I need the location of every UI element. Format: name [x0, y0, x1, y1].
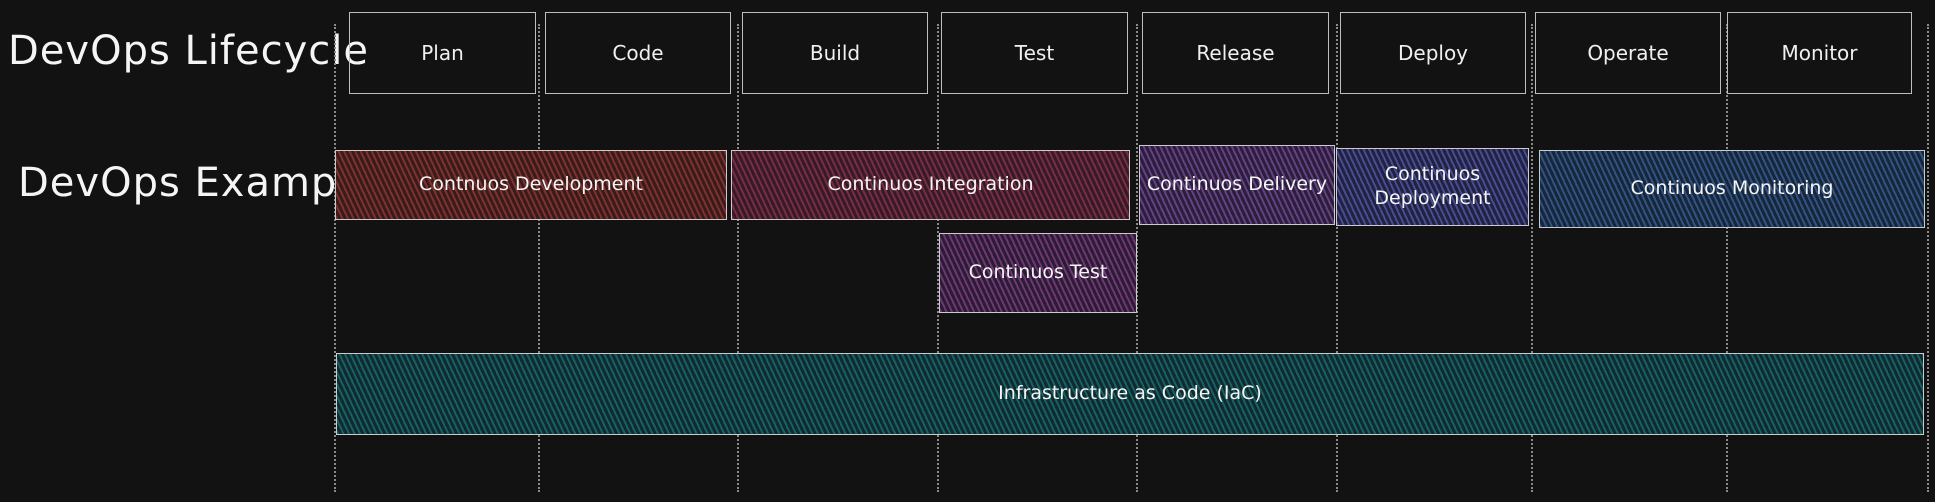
stage-release: Release: [1142, 12, 1329, 94]
block-continuous-development-label: Contnuos Development: [419, 173, 643, 196]
block-continuous-monitoring-label: Continuos Monitoring: [1630, 177, 1834, 200]
block-continuous-delivery-label: Continuos Delivery: [1146, 173, 1328, 196]
column-divider: [1927, 24, 1929, 492]
lifecycle-row-label: DevOps Lifecycle: [8, 28, 369, 74]
block-continuous-deployment: Continuos Deployment: [1336, 148, 1529, 226]
block-continuous-development: Contnuos Development: [335, 150, 727, 220]
stage-test: Test: [941, 12, 1128, 94]
block-continuous-integration-label: Continuos Integration: [827, 173, 1034, 196]
column-divider: [1531, 24, 1533, 492]
column-divider: [1336, 24, 1338, 492]
stage-monitor: Monitor: [1727, 12, 1912, 94]
block-continuous-delivery: Continuos Delivery: [1139, 145, 1335, 225]
stage-plan: Plan: [349, 12, 536, 94]
column-divider: [334, 24, 336, 492]
block-continuous-monitoring: Continuos Monitoring: [1539, 150, 1925, 228]
stage-code: Code: [545, 12, 731, 94]
stage-operate: Operate: [1535, 12, 1721, 94]
example-row-label: DevOps Example: [18, 160, 376, 206]
block-continuous-deployment-label-line2: Deployment: [1374, 187, 1491, 209]
block-continuous-deployment-label-line1: Continuos: [1384, 163, 1481, 186]
block-infrastructure-as-code-label: Infrastructure as Code (IaC): [998, 382, 1262, 405]
column-divider: [937, 24, 939, 492]
column-divider: [1726, 24, 1728, 492]
block-continuous-test: Continuos Test: [939, 233, 1137, 313]
block-continuous-test-label: Continuos Test: [968, 261, 1108, 284]
column-divider: [737, 24, 739, 492]
column-divider: [538, 24, 540, 492]
stage-deploy: Deploy: [1340, 12, 1526, 94]
block-infrastructure-as-code: Infrastructure as Code (IaC): [336, 353, 1924, 435]
stage-build: Build: [742, 12, 928, 94]
column-divider: [1136, 24, 1138, 492]
block-continuous-integration: Continuos Integration: [731, 150, 1130, 220]
